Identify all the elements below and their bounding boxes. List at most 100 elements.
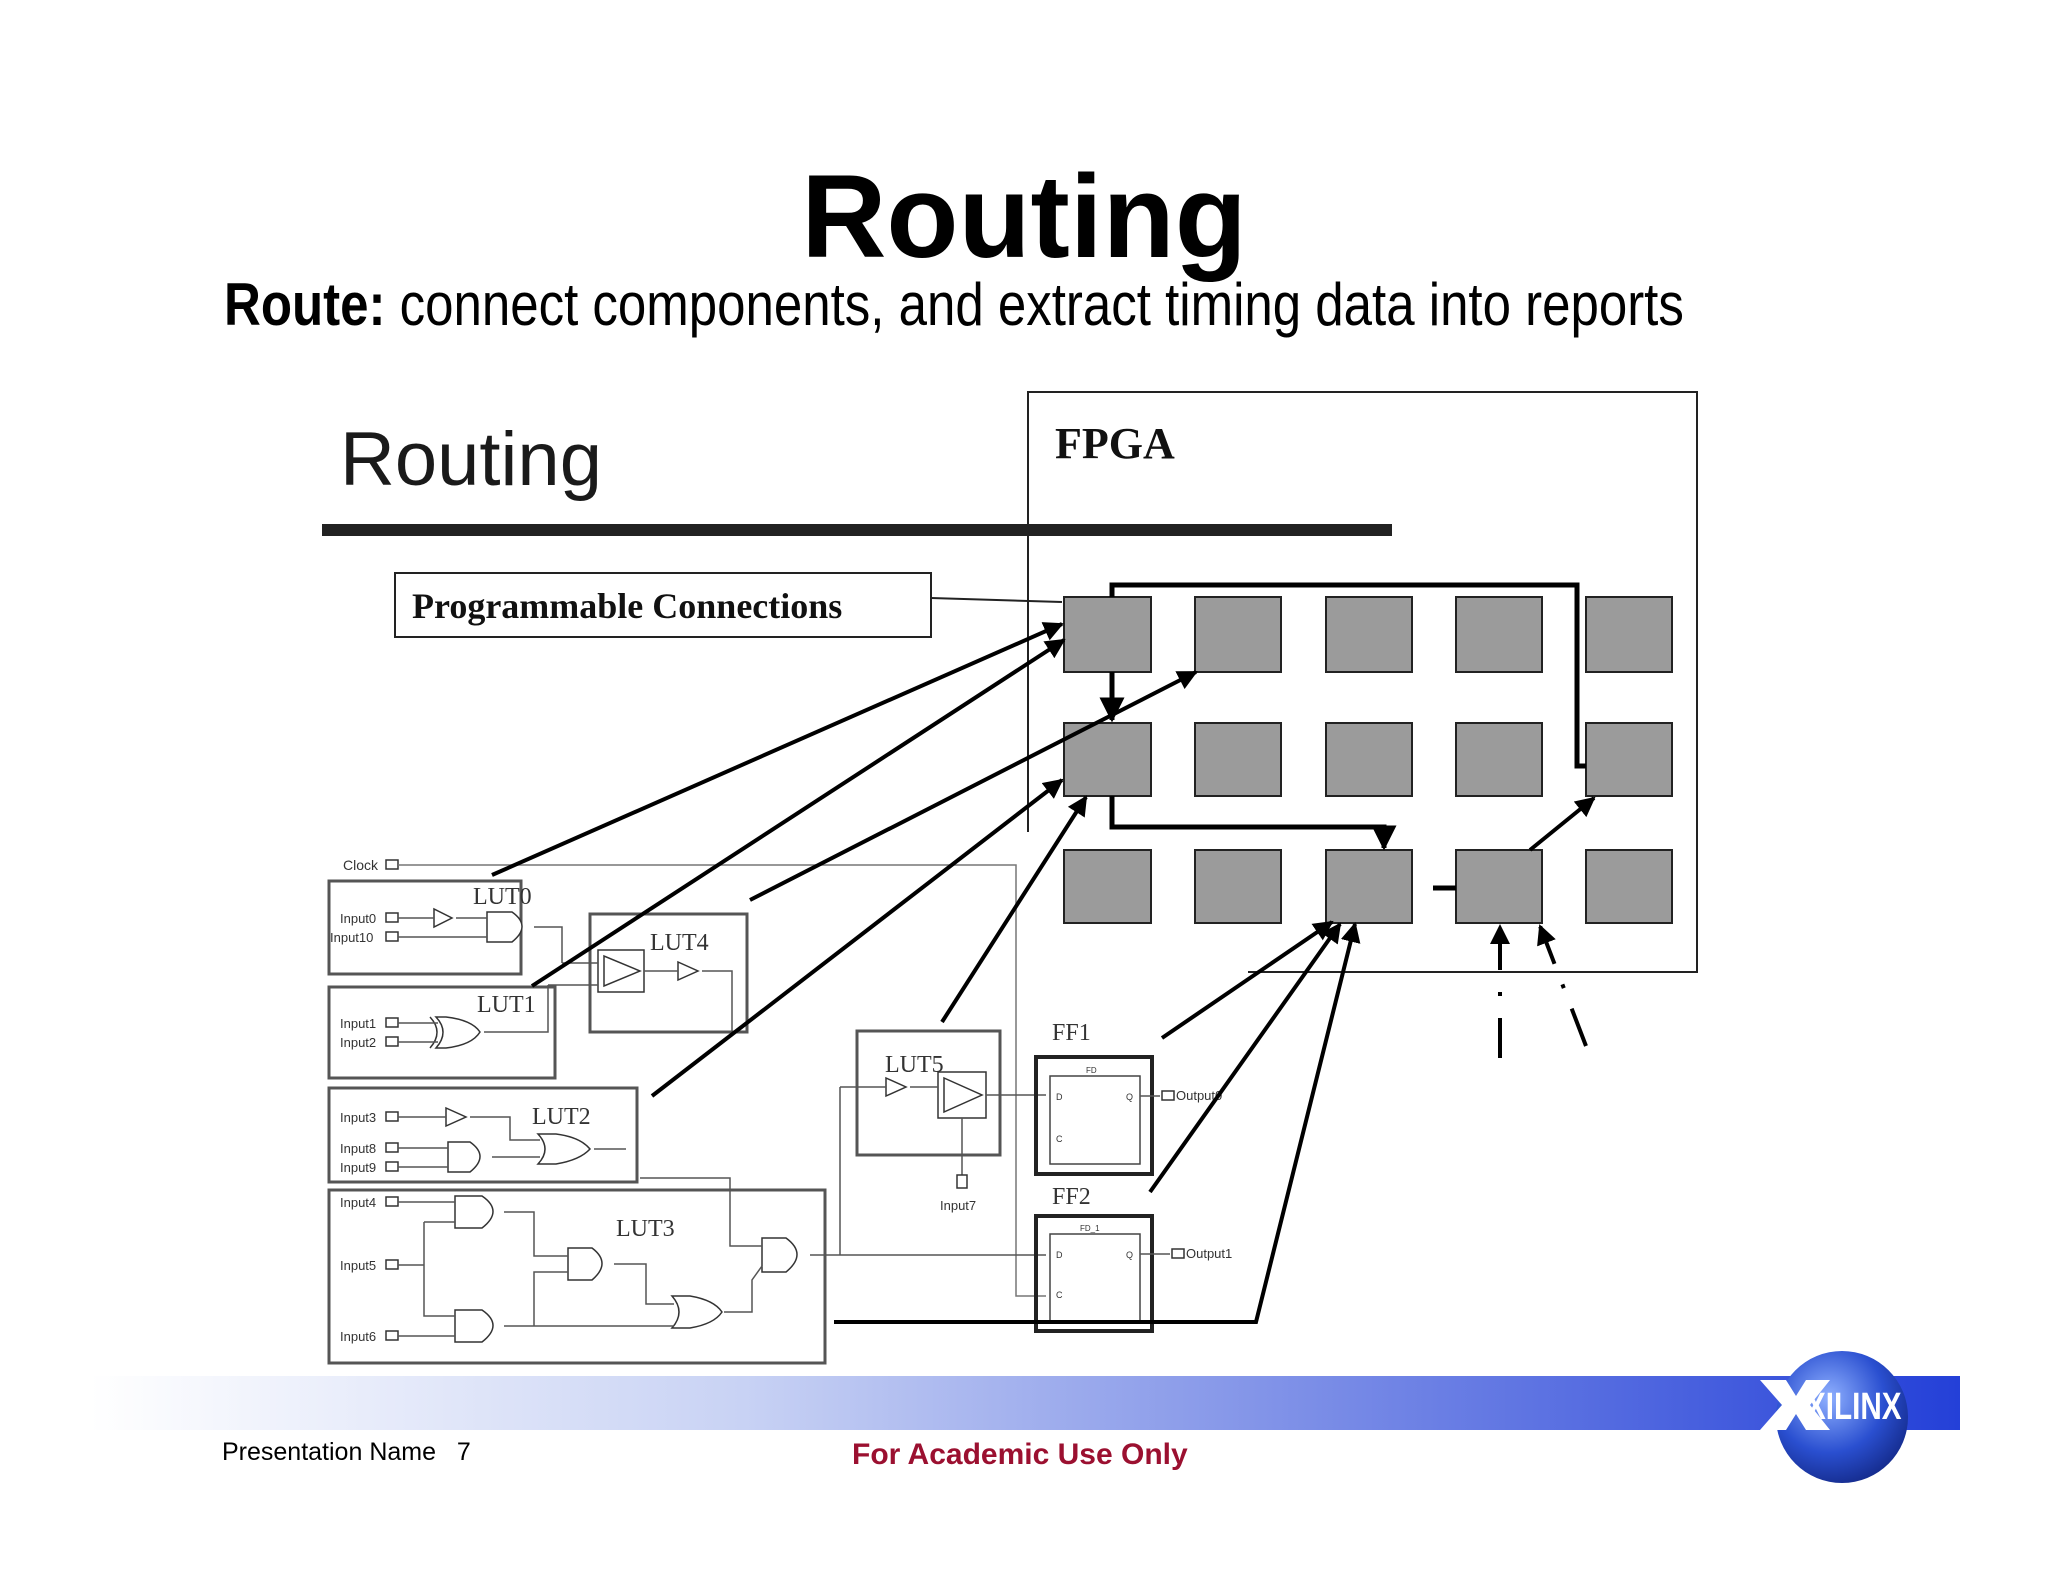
lut4-buffer (603, 954, 642, 988)
routed-nets (1099, 582, 1596, 891)
lut5-inverter (885, 1076, 908, 1098)
lut4-box (588, 912, 749, 1034)
clb-block (1585, 722, 1673, 797)
net-diagonal-up (1528, 796, 1596, 852)
logo-text: XILINX (1806, 1386, 1902, 1428)
slide-subtitle: Route: connect components, and extract t… (224, 272, 1684, 338)
input2-port (385, 1036, 399, 1047)
clb-block (1585, 849, 1673, 924)
input1-port (385, 1017, 399, 1028)
prog-connections-leader (930, 597, 1063, 603)
slide-title: Routing (801, 151, 1247, 283)
ff1-pin-c: C (1056, 1134, 1063, 1144)
lut1-box (327, 985, 557, 1080)
clb-block (1325, 849, 1413, 924)
diagram-heading: Routing (340, 417, 602, 502)
ff1-fd-cell (1049, 1075, 1141, 1165)
input9-port (385, 1161, 399, 1172)
input8-port (385, 1142, 399, 1153)
input0-label: Input0 (340, 911, 376, 926)
clb-grid (1063, 596, 1673, 924)
lut2-wires (398, 1116, 626, 1168)
arrow-lut5-to-clb (940, 795, 1088, 1024)
input9-label: Input9 (340, 1160, 376, 1175)
lut1-xnor-gate (429, 1016, 481, 1049)
input1-label: Input1 (340, 1016, 376, 1031)
net-top-loop (1109, 582, 1586, 769)
ff2-pin-q: Q (1126, 1250, 1133, 1260)
input6-label: Input6 (340, 1329, 376, 1344)
clb-block (1063, 722, 1152, 797)
output1-label: Output1 (1186, 1246, 1232, 1261)
fpga-boundary (1027, 391, 1698, 973)
fpga-label: FPGA (1055, 419, 1175, 468)
clb-block (1325, 722, 1413, 797)
heading-underline (322, 524, 1392, 536)
input3-port (385, 1111, 399, 1122)
lut1-label: LUT1 (477, 992, 536, 1018)
lut2-label: LUT2 (532, 1104, 591, 1130)
input7-port (956, 1174, 968, 1189)
ff2-pin-c: C (1056, 1290, 1063, 1300)
clb-block (1194, 596, 1282, 673)
clb-block (1063, 596, 1152, 673)
ff1-box (1034, 1055, 1154, 1176)
output0-port (1161, 1090, 1175, 1101)
presentation-name: Presentation Name (222, 1438, 437, 1466)
lut4-inverter (677, 960, 700, 982)
input7-label: Input7 (940, 1198, 976, 1213)
lut2-box (327, 1086, 639, 1184)
input5-label: Input5 (340, 1258, 376, 1273)
clock-port (385, 859, 399, 870)
input8-label: Input8 (340, 1141, 376, 1156)
input5-port (385, 1259, 399, 1270)
input4-port (385, 1196, 399, 1207)
footer-band (90, 1376, 1960, 1430)
arrow-ff2-to-clb (1148, 922, 1342, 1194)
output1-port (1171, 1248, 1185, 1259)
page-number: 7 (456, 1438, 471, 1466)
lut0-inverter (433, 907, 454, 929)
clb-block (1455, 596, 1543, 673)
lut1-wires (398, 985, 549, 1043)
lut5-buffer (943, 1076, 984, 1114)
clb-block (1194, 722, 1282, 797)
ff1-pin-q: Q (1126, 1092, 1133, 1102)
ff1-label: FF1 (1052, 1020, 1091, 1046)
lut5-label: LUT5 (885, 1052, 944, 1078)
clb-block (1325, 596, 1413, 673)
input2-label: Input2 (340, 1035, 376, 1050)
lut2-inverter (445, 1106, 468, 1128)
net-row2-to-row3 (1109, 796, 1397, 851)
lut3-box (327, 1188, 827, 1365)
ff1-pin-d: D (1056, 1092, 1063, 1102)
lut3-or-gate (670, 1295, 723, 1329)
arrow-lut1-to-clb (530, 638, 1066, 988)
lut3-output-and-gate (761, 1237, 798, 1273)
output0-label: Output0 (1176, 1088, 1222, 1103)
lut4-label: LUT4 (650, 930, 709, 956)
academic-use-notice: For Academic Use Only (852, 1438, 1188, 1471)
lut2-or-gate (536, 1133, 591, 1165)
ff2-fd-cell (1049, 1233, 1141, 1323)
netlist-schematic: Clock LUT0 Input0 Input10 LUT1 Input1 In… (327, 857, 1232, 1365)
arrow-lut3-to-clb (834, 922, 1361, 1324)
lut5-box (855, 1029, 1002, 1157)
clock-wire (398, 864, 1046, 1297)
lut0-wires (398, 917, 563, 963)
input-clock-label: Clock (343, 857, 379, 873)
arrow-external-diagonal (1537, 924, 1588, 1047)
clb-block (1455, 722, 1543, 797)
input0-port (385, 912, 399, 923)
lut4-wires (548, 962, 733, 1032)
input10-port (385, 931, 399, 942)
clb-block (1455, 849, 1543, 924)
logo-mark-icon (1760, 1380, 1830, 1430)
arrow-lut0-to-clb (491, 622, 1064, 877)
lut2-and-gate (447, 1141, 481, 1173)
lut0-nand-gate (486, 911, 523, 943)
lut5-wires (839, 1086, 1046, 1255)
clb-block (1063, 849, 1152, 924)
subtitle-description: connect components, and extract timing d… (385, 271, 1684, 338)
